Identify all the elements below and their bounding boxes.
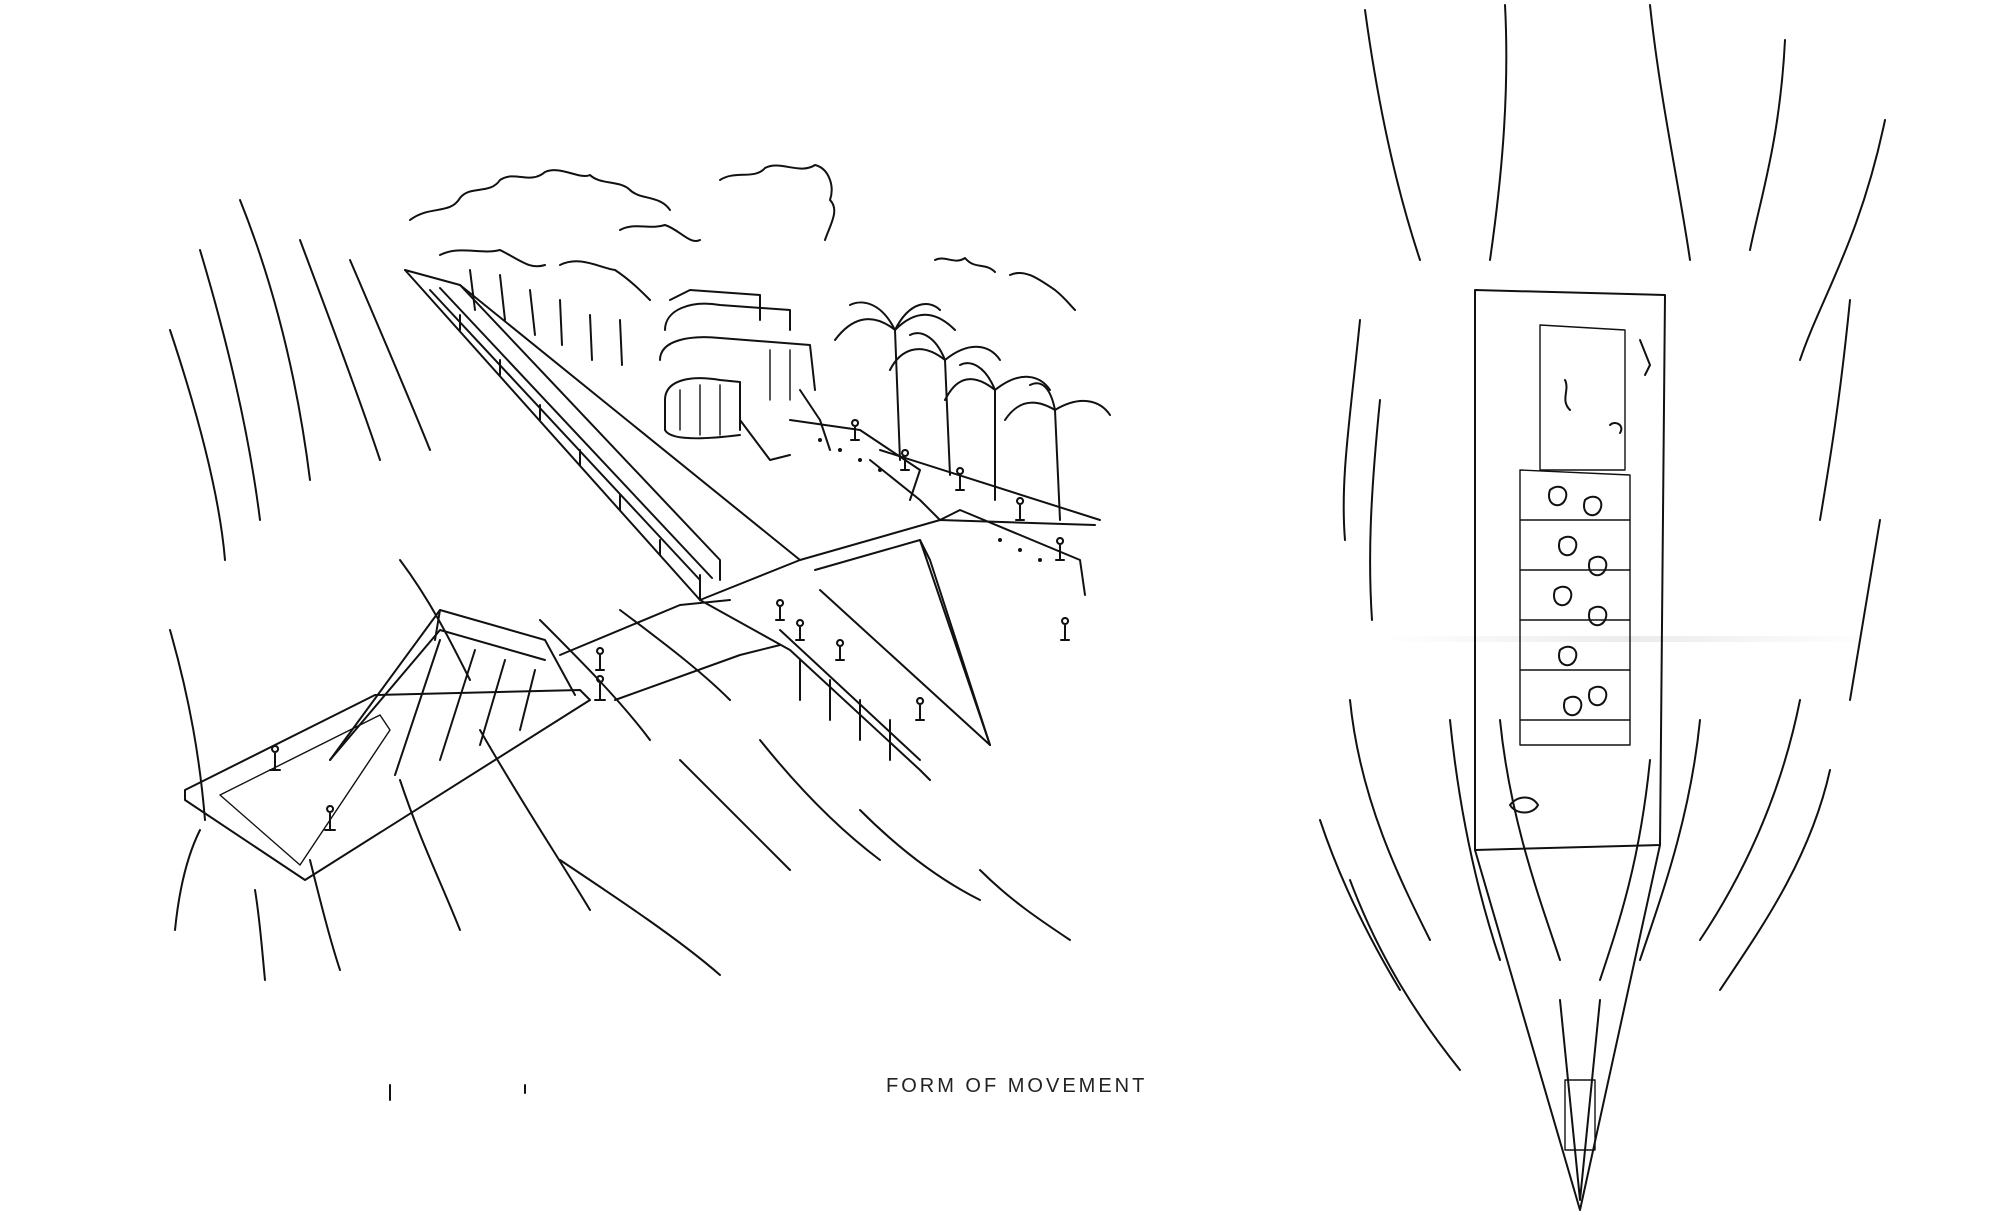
palm-trees — [834, 301, 1111, 521]
floating-pavilion — [184, 609, 591, 881]
tree-canopy — [409, 164, 1076, 311]
drawing-caption: FORM OF MOVEMENT — [886, 1075, 1148, 1097]
scan-artifact — [1380, 636, 1880, 642]
platform-figures — [269, 675, 606, 831]
tree-trunks — [469, 269, 623, 366]
riverside-building — [659, 289, 831, 461]
plan-figures — [1509, 339, 1651, 814]
planted-beds — [789, 419, 1086, 596]
plan-river-lines — [1319, 4, 1886, 1071]
pedestrians — [595, 419, 1070, 721]
mooring-ropes — [559, 599, 781, 701]
railings — [429, 287, 713, 581]
boat-hull — [1474, 289, 1666, 1211]
water-lines — [169, 199, 1071, 1101]
ghat-steps — [699, 539, 991, 781]
